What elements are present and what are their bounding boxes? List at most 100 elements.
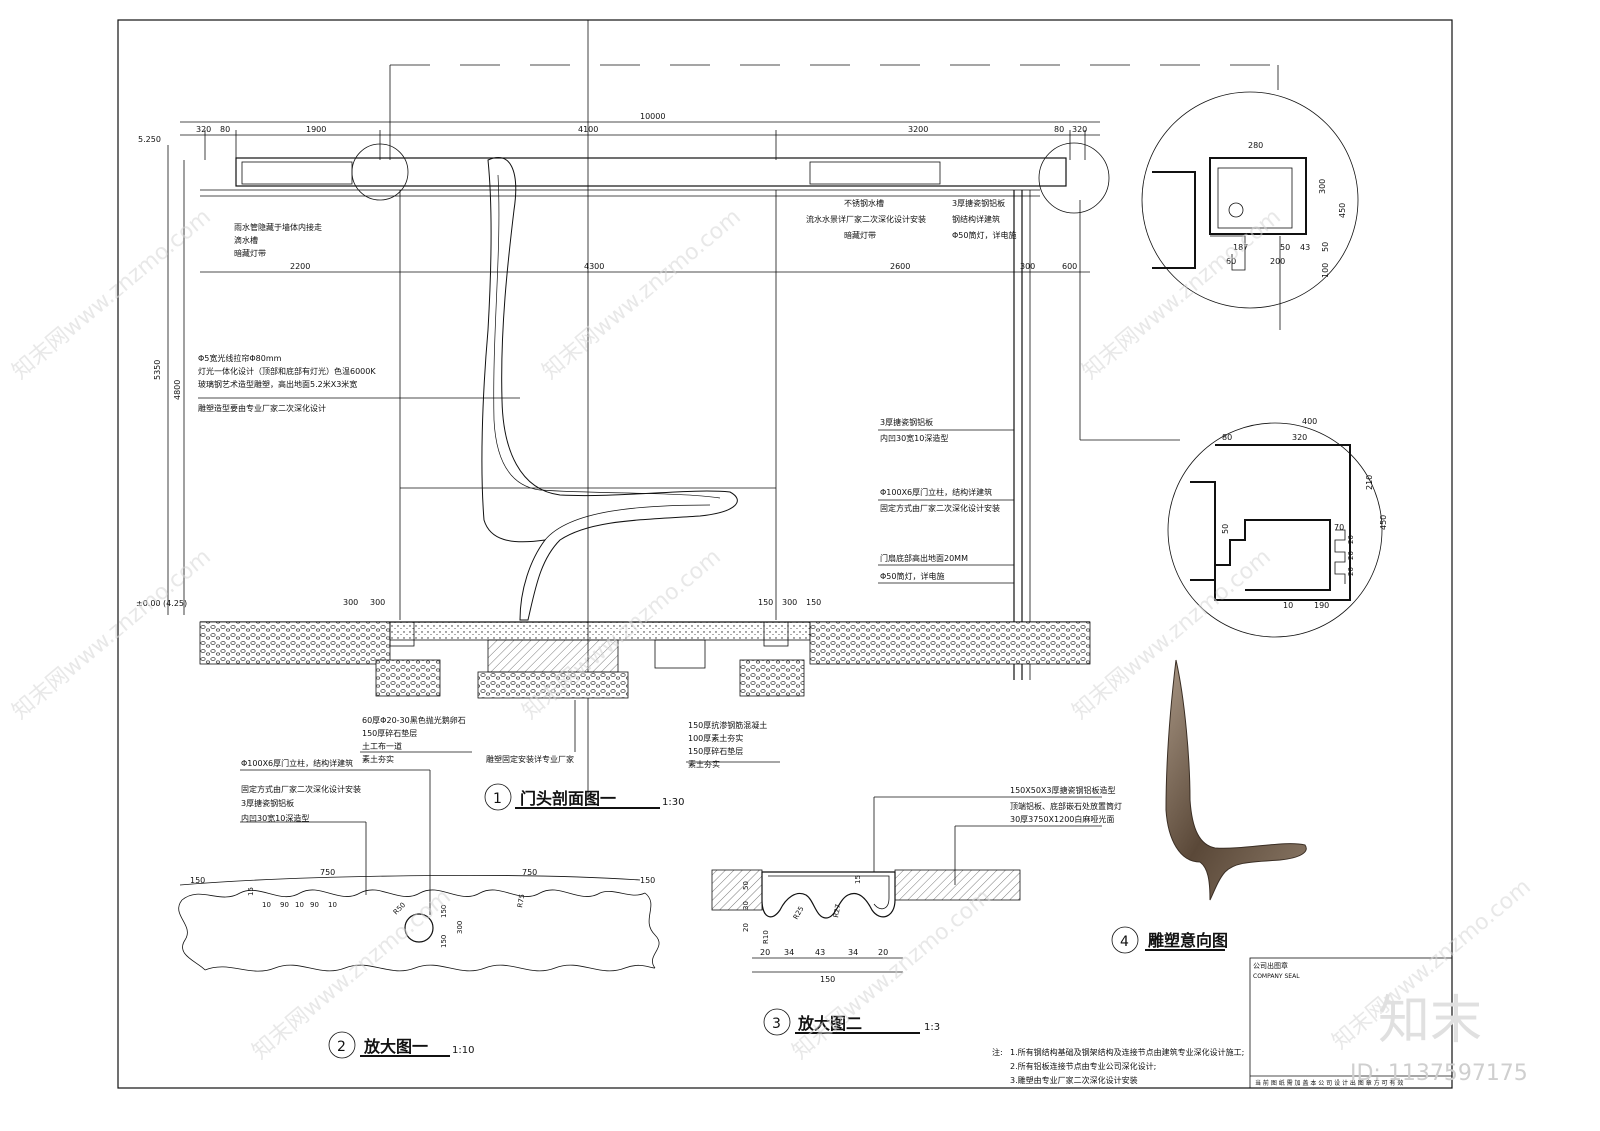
notes-label: 注:	[992, 1047, 1003, 1057]
mid-dim-600: 600	[1062, 262, 1077, 271]
footing-left	[375, 659, 441, 697]
roof-box-right	[809, 161, 941, 185]
section-3-title: 放大图二	[797, 1014, 862, 1033]
note-rt-1: 不锈钢水槽	[844, 198, 884, 208]
watermark-3: 知末网www.znzmo.com	[1078, 204, 1286, 384]
dt-dim-200: 200	[1270, 257, 1285, 266]
note-center-1: Φ5宽光线拉帘Φ80mm	[198, 353, 282, 363]
note-center-4: 雕塑造型要由专业厂家二次深化设计	[198, 403, 326, 413]
detail-top: 280 300 450 187 50 43 60 200 50 100	[1141, 91, 1359, 330]
s3-dim-20: 20	[742, 923, 750, 932]
section-3: 150X50X3厚搪瓷钢铝板造型 顶端铝板、底部嵌石处放置筒灯 30厚3750X…	[711, 785, 1122, 1036]
left-dim-5350: 5350	[153, 360, 162, 380]
sculpture-image	[1165, 659, 1307, 901]
section-3-number: 3	[772, 1016, 781, 1032]
detail-top-inner	[1217, 167, 1293, 229]
detail-mid-circle	[1167, 422, 1383, 638]
title-block-footer: 当 前 图 纸 需 加 盖 本 公 司 设 计 出 图 章 方 可 有 效	[1255, 1079, 1403, 1087]
drain-box	[654, 639, 706, 669]
roof-canopy	[235, 157, 1067, 187]
section-4-number-circle	[1111, 926, 1139, 954]
dm-dim-320: 320	[1292, 433, 1307, 442]
s2-dim-750a: 750	[320, 868, 335, 877]
sculpture-inner-2	[544, 504, 711, 541]
s3-note-3: 30厚3750X1200白麻哑光面	[1010, 814, 1114, 824]
note-br-1: 150厚抗渗钢筋混凝土	[688, 720, 767, 730]
level-ground: ±0.00 (4.25)	[136, 599, 187, 608]
s3-dim-15: 15	[854, 875, 862, 884]
dt-dim-280: 280	[1248, 141, 1263, 150]
seal-en: COMPANY SEAL	[1253, 973, 1300, 980]
note-br-2: 100厚素土夯实	[688, 733, 743, 743]
s2-dim-10c: 10	[328, 901, 337, 909]
mid-dim-2200: 2200	[290, 262, 310, 271]
post-base-right	[763, 621, 789, 647]
s3-dim-20b: 20	[878, 948, 888, 957]
s2-cloud-top	[181, 889, 646, 901]
left-dim-4800: 4800	[173, 380, 182, 400]
section-4-sculpture: 4 雕塑意向图	[1111, 659, 1307, 954]
dt-dim-300: 300	[1318, 179, 1327, 194]
s3-dim-43: 43	[815, 948, 825, 957]
s3-note-1: 150X50X3厚搪瓷钢铝板造型	[1010, 785, 1116, 795]
s2-cloud-bottom	[204, 964, 656, 972]
s3-dim-r27: R27	[832, 903, 842, 918]
dm-dim-20b: 20	[1347, 551, 1355, 560]
note-rm-1: 3厚搪瓷钢铝板	[880, 417, 933, 427]
note-rt2-2: 钢结构详建筑	[952, 214, 1000, 224]
top-dim-3200: 3200	[908, 125, 928, 134]
dm-dim-210: 210	[1365, 475, 1374, 490]
section-1-title: 门头剖面图一	[520, 789, 616, 808]
section-2-scale: 1:10	[452, 1045, 474, 1056]
note-br-4: 素土夯实	[688, 759, 720, 769]
top-dim-80b: 80	[1054, 125, 1064, 134]
watermark-4: 知末网www.znzmo.com	[8, 544, 216, 724]
dt-dim-187: 187	[1233, 243, 1248, 252]
s2-dim-10b: 10	[295, 901, 304, 909]
note-bl-4: 素土夯实	[362, 754, 394, 764]
s3-dim-50: 50	[742, 881, 750, 890]
note-rm2-1: Φ100X6厚门立柱，结构详建筑	[880, 487, 992, 497]
detail-top-light	[1228, 202, 1244, 218]
footing-center	[477, 671, 629, 699]
s2-note-3: 3厚搪瓷钢铝板	[241, 798, 294, 808]
mid-dim-2600: 2600	[890, 262, 910, 271]
note-bl-1: 60厚Φ20-30黑色抛光鹅卵石	[362, 715, 466, 725]
section-1-scale: 1:30	[662, 797, 684, 808]
dm-dim-450: 450	[1379, 515, 1388, 530]
s3-profile	[761, 871, 896, 919]
dm-dim-80: 80	[1222, 433, 1232, 442]
section-2-number-circle	[328, 1031, 356, 1059]
note-rm2-2: 固定方式由厂家二次深化设计安装	[880, 503, 1000, 513]
dt-dim-50: 50	[1280, 243, 1290, 252]
s2-note-2: 固定方式由厂家二次深化设计安装	[241, 784, 361, 794]
detail-top-wall	[1152, 171, 1196, 269]
section-2: Φ100X6厚门立柱，结构详建筑 固定方式由厂家二次深化设计安装 3厚搪瓷钢铝板…	[178, 758, 660, 1059]
watermark-1: 知末网www.znzmo.com	[8, 204, 216, 384]
note-rt2-1: 3厚搪瓷钢铝板	[952, 198, 1005, 208]
s2-cloud-left	[178, 899, 206, 971]
detail-top-profile	[1209, 157, 1307, 235]
s2-dim-90a: 90	[280, 901, 289, 909]
s2-dim-90b: 90	[310, 901, 319, 909]
watermark-2: 知末网www.znzmo.com	[538, 204, 746, 384]
general-notes: 注: 1.所有钢结构基础及钢架结构及连接节点由建筑专业深化设计施工; 2.所有铝…	[992, 1047, 1244, 1085]
total-dim: 10000	[640, 112, 665, 121]
ground-dim-300a: 300	[343, 598, 358, 607]
notes-line-3: 3.雕塑由专业厂家二次深化设计安装	[1010, 1075, 1138, 1085]
title-block	[1249, 957, 1453, 1089]
mid-dim-300: 300	[1020, 262, 1035, 271]
dm-dim-400: 400	[1302, 417, 1317, 426]
ground-dim-300b: 300	[370, 598, 385, 607]
s3-dim-150: 150	[820, 975, 835, 984]
sheet-border	[117, 19, 1453, 1089]
dm-dim-50: 50	[1221, 524, 1230, 534]
s3-dim-34b: 34	[848, 948, 858, 957]
ground-dim-300c: 300	[782, 598, 797, 607]
section-1-drawing	[167, 20, 1279, 800]
ground-dim-150b: 150	[806, 598, 821, 607]
note-bl-3: 土工布一道	[362, 741, 402, 751]
s2-dim-15: 15	[247, 887, 255, 896]
section-4-number: 4	[1120, 934, 1129, 950]
